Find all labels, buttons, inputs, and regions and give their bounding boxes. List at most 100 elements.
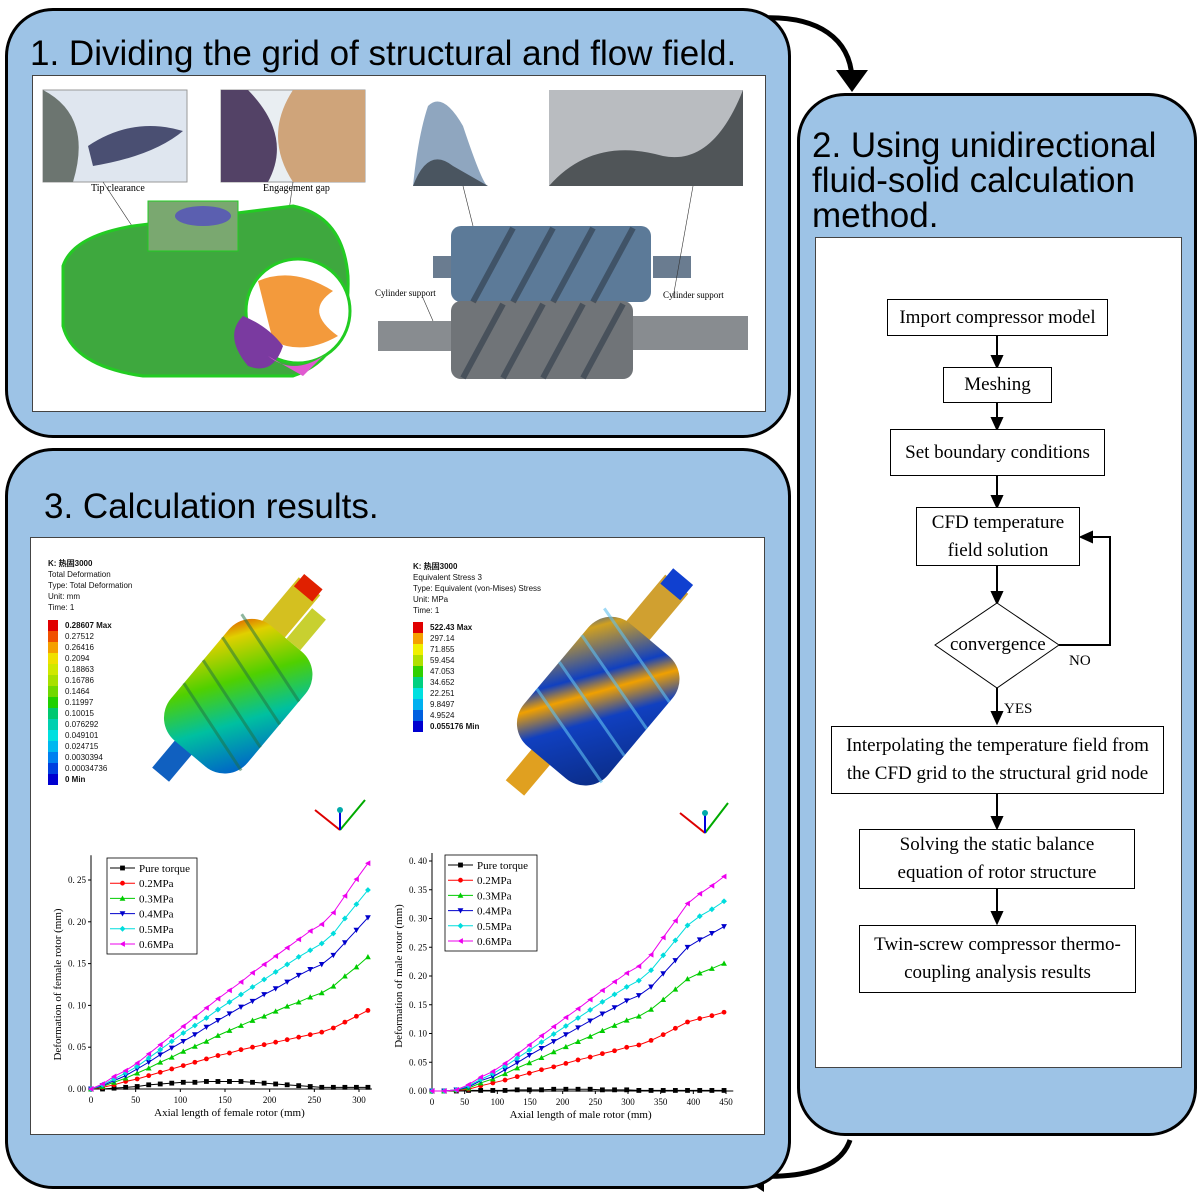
data-point bbox=[157, 1069, 163, 1075]
scale-entry: 0.18863 bbox=[48, 664, 112, 675]
data-point bbox=[134, 1070, 141, 1076]
data-point bbox=[157, 1046, 164, 1053]
scale-entry: 0.10015 bbox=[48, 708, 112, 719]
data-point bbox=[648, 984, 654, 990]
panel-title: 2. Using unidirectional fluid-solid calc… bbox=[812, 126, 1157, 235]
data-point bbox=[261, 1080, 267, 1086]
y-tick-label: 0. 25 bbox=[68, 875, 87, 885]
data-point bbox=[526, 1087, 532, 1093]
data-point bbox=[489, 1074, 496, 1080]
y-axis-label: Deformation of female rotor (mm) bbox=[52, 908, 64, 1060]
data-point bbox=[635, 963, 642, 970]
data-point bbox=[215, 1018, 221, 1024]
data-point bbox=[575, 1057, 581, 1063]
legend-label: 0.6MPa bbox=[139, 939, 174, 951]
data-point bbox=[684, 975, 691, 982]
data-point bbox=[526, 1059, 533, 1066]
y-tick-label: 0. 05 bbox=[409, 1057, 428, 1067]
data-point bbox=[226, 1011, 233, 1017]
data-point bbox=[330, 952, 337, 959]
y-tick-label: 0. 30 bbox=[409, 914, 428, 924]
data-point bbox=[660, 1032, 666, 1038]
data-point bbox=[296, 1034, 302, 1040]
data-point bbox=[99, 1081, 105, 1087]
data-point bbox=[684, 922, 691, 929]
data-point bbox=[502, 1063, 508, 1070]
data-point bbox=[119, 911, 126, 917]
data-point bbox=[478, 1088, 484, 1093]
panel-title: 3. Calculation results. bbox=[44, 487, 379, 526]
scale-entry: 0.2094 bbox=[48, 653, 112, 664]
scale-value: 22.251 bbox=[430, 689, 455, 698]
legend-label: 0.6MPa bbox=[477, 936, 512, 948]
scale-value: 0.0030394 bbox=[65, 753, 103, 762]
data-point bbox=[684, 900, 690, 907]
data-point bbox=[146, 1082, 152, 1088]
header-line: Type: Equivalent (von-Mises) Stress bbox=[413, 584, 542, 593]
data-point bbox=[226, 987, 232, 994]
data-point bbox=[660, 996, 667, 1002]
data-point bbox=[111, 1073, 117, 1080]
data-point bbox=[341, 892, 348, 899]
data-point bbox=[708, 906, 715, 913]
data-point bbox=[696, 937, 703, 943]
data-point bbox=[295, 972, 302, 979]
data-point bbox=[273, 1039, 279, 1045]
x-tick-label: 300 bbox=[352, 1095, 366, 1105]
scale-value: 47.053 bbox=[430, 667, 455, 676]
data-point bbox=[157, 1059, 164, 1065]
header-line: Type: Total Deformation bbox=[48, 581, 133, 590]
y-tick-label: 0. 00 bbox=[409, 1086, 428, 1096]
scale-swatch bbox=[413, 677, 423, 688]
step-meshing: Meshing bbox=[943, 367, 1052, 403]
data-point bbox=[635, 977, 642, 984]
data-point bbox=[672, 1088, 678, 1093]
data-point bbox=[538, 1046, 545, 1052]
data-point bbox=[708, 965, 715, 971]
data-point bbox=[284, 944, 290, 951]
data-point bbox=[145, 1055, 152, 1061]
x-tick-label: 50 bbox=[460, 1097, 470, 1107]
data-point bbox=[226, 999, 233, 1005]
scale-value: 0.00034736 bbox=[65, 764, 108, 773]
scale-swatch bbox=[48, 675, 58, 686]
series-pure-torque bbox=[429, 1086, 727, 1094]
legend-label: 0.3MPa bbox=[477, 890, 512, 902]
data-point bbox=[672, 917, 678, 924]
data-point bbox=[648, 967, 654, 974]
scale-swatch bbox=[413, 699, 423, 710]
scale-entry: 47.053 bbox=[413, 666, 479, 677]
x-axis-label: Axial length of female rotor (mm) bbox=[154, 1107, 305, 1119]
data-point bbox=[575, 1086, 581, 1092]
data-point bbox=[551, 1064, 557, 1070]
legend-label: 0.5MPa bbox=[139, 924, 174, 936]
data-point bbox=[526, 1042, 532, 1048]
yes-label: YES bbox=[1004, 701, 1033, 717]
data-point bbox=[721, 960, 727, 966]
scale-entry: 297.14 bbox=[413, 633, 479, 644]
data-point bbox=[191, 1022, 198, 1029]
data-point bbox=[623, 970, 630, 977]
data-point bbox=[330, 1084, 336, 1090]
scale-value: 297.14 bbox=[430, 634, 455, 643]
step-boundary-conditions: Set boundary conditions bbox=[890, 429, 1105, 476]
data-point bbox=[249, 969, 255, 976]
data-point bbox=[157, 1081, 163, 1087]
scale-value: 0.26416 bbox=[65, 643, 94, 652]
data-point bbox=[611, 1022, 618, 1028]
data-point bbox=[318, 989, 325, 996]
data-point bbox=[119, 895, 126, 901]
data-point bbox=[587, 1018, 594, 1024]
data-point bbox=[514, 1055, 521, 1062]
data-point bbox=[502, 1077, 508, 1083]
data-point bbox=[273, 1081, 279, 1087]
scale-entry: 0.024715 bbox=[48, 741, 112, 752]
data-point bbox=[180, 1023, 186, 1030]
data-point bbox=[215, 1053, 221, 1058]
scale-value: 522.43 Max bbox=[430, 623, 473, 632]
data-point bbox=[611, 1005, 618, 1011]
scale-entry: 0.0030394 bbox=[48, 752, 112, 763]
header-line: Time: 1 bbox=[48, 603, 75, 612]
scale-value: 0.055176 Min bbox=[430, 722, 480, 731]
scale-swatch bbox=[413, 655, 423, 666]
